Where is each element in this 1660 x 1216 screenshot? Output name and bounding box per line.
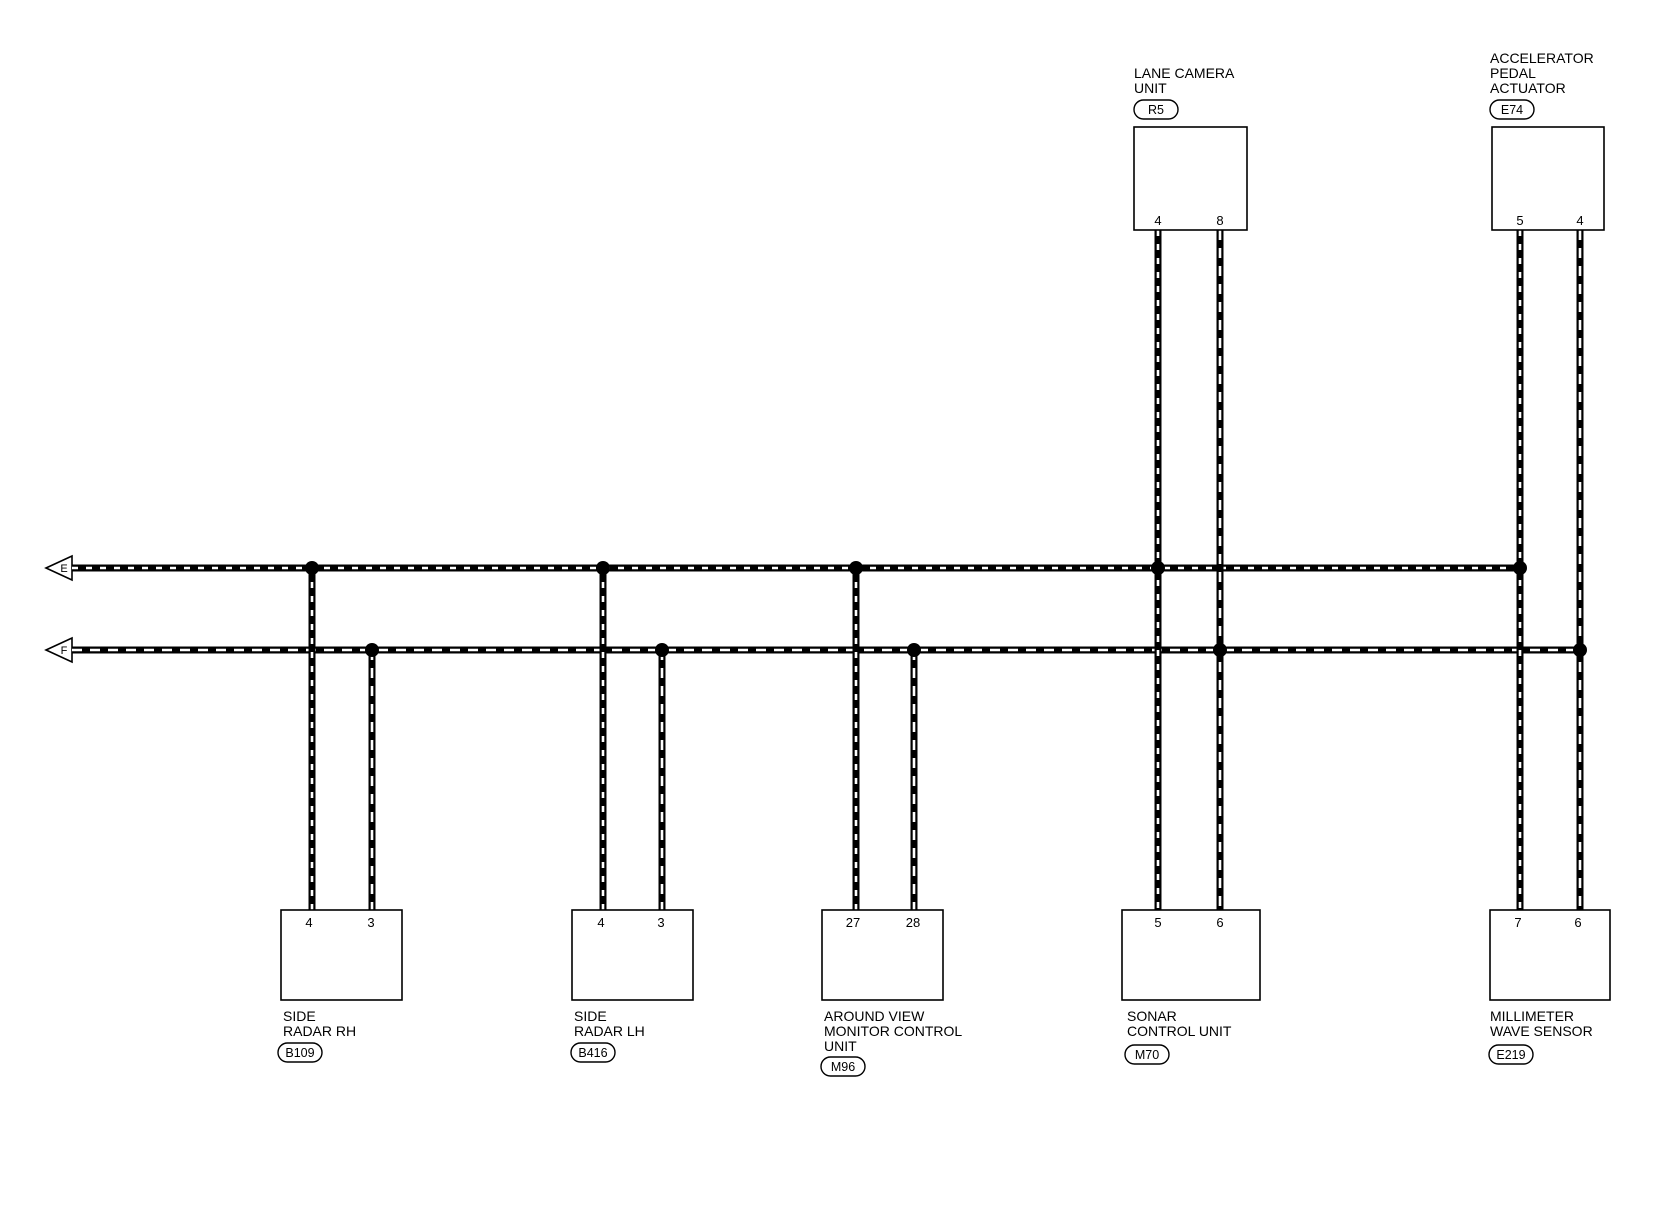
svg-text:SIDE: SIDE — [574, 1008, 607, 1024]
svg-text:27: 27 — [846, 915, 860, 930]
svg-text:RADAR LH: RADAR LH — [574, 1023, 645, 1039]
svg-text:5: 5 — [1516, 213, 1523, 228]
svg-text:RADAR RH: RADAR RH — [283, 1023, 356, 1039]
splice-joints — [305, 561, 1587, 657]
svg-text:6: 6 — [1216, 915, 1223, 930]
svg-text:UNIT: UNIT — [824, 1038, 857, 1054]
svg-text:R5: R5 — [1148, 103, 1164, 117]
sonar-control-unit: 5 6 SONAR CONTROL UNIT M70 — [1121, 909, 1261, 1065]
svg-text:LANE CAMERA: LANE CAMERA — [1134, 65, 1235, 81]
svg-text:E219: E219 — [1496, 1048, 1525, 1062]
svg-text:MONITOR CONTROL: MONITOR CONTROL — [824, 1023, 962, 1039]
svg-text:4: 4 — [1576, 213, 1583, 228]
svg-text:CONTROL UNIT: CONTROL UNIT — [1127, 1023, 1232, 1039]
svg-text:MILLIMETER: MILLIMETER — [1490, 1008, 1574, 1024]
wire-drops — [308, 230, 1584, 910]
svg-text:B416: B416 — [578, 1046, 607, 1060]
svg-text:SONAR: SONAR — [1127, 1008, 1177, 1024]
svg-text:ACTUATOR: ACTUATOR — [1490, 80, 1566, 96]
around-view-monitor-control-unit: 27 28 AROUND VIEW MONITOR CONTROL UNIT M… — [820, 909, 962, 1077]
svg-text:7: 7 — [1514, 915, 1521, 930]
svg-text:4: 4 — [305, 915, 312, 930]
svg-text:ACCELERATOR: ACCELERATOR — [1490, 50, 1594, 66]
connector-f: F — [44, 636, 73, 664]
svg-text:3: 3 — [657, 915, 664, 930]
svg-text:AROUND VIEW: AROUND VIEW — [824, 1008, 925, 1024]
svg-text:M70: M70 — [1135, 1048, 1159, 1062]
connector-e: E — [44, 554, 73, 582]
svg-text:SIDE: SIDE — [283, 1008, 316, 1024]
side-radar-lh: 4 3 SIDE RADAR LH B416 — [570, 909, 694, 1063]
svg-text:4: 4 — [1154, 213, 1161, 228]
svg-text:8: 8 — [1216, 213, 1223, 228]
svg-text:WAVE SENSOR: WAVE SENSOR — [1490, 1023, 1593, 1039]
svg-text:4: 4 — [597, 915, 604, 930]
svg-text:6: 6 — [1574, 915, 1581, 930]
lane-camera-unit: LANE CAMERA UNIT R5 4 8 — [1133, 65, 1248, 231]
svg-text:UNIT: UNIT — [1134, 80, 1167, 96]
svg-text:E74: E74 — [1501, 103, 1523, 117]
side-radar-rh: 4 3 SIDE RADAR RH B109 — [277, 909, 403, 1063]
svg-text:B109: B109 — [285, 1046, 314, 1060]
millimeter-wave-sensor: 7 6 MILLIMETER WAVE SENSOR E219 — [1488, 909, 1611, 1065]
svg-text:E: E — [60, 563, 67, 575]
svg-text:PEDAL: PEDAL — [1490, 65, 1536, 81]
svg-text:3: 3 — [367, 915, 374, 930]
svg-text:5: 5 — [1154, 915, 1161, 930]
svg-text:28: 28 — [906, 915, 920, 930]
accelerator-pedal-actuator: ACCELERATOR PEDAL ACTUATOR E74 5 4 — [1489, 50, 1605, 231]
svg-text:M96: M96 — [831, 1060, 855, 1074]
svg-text:F: F — [61, 645, 68, 657]
